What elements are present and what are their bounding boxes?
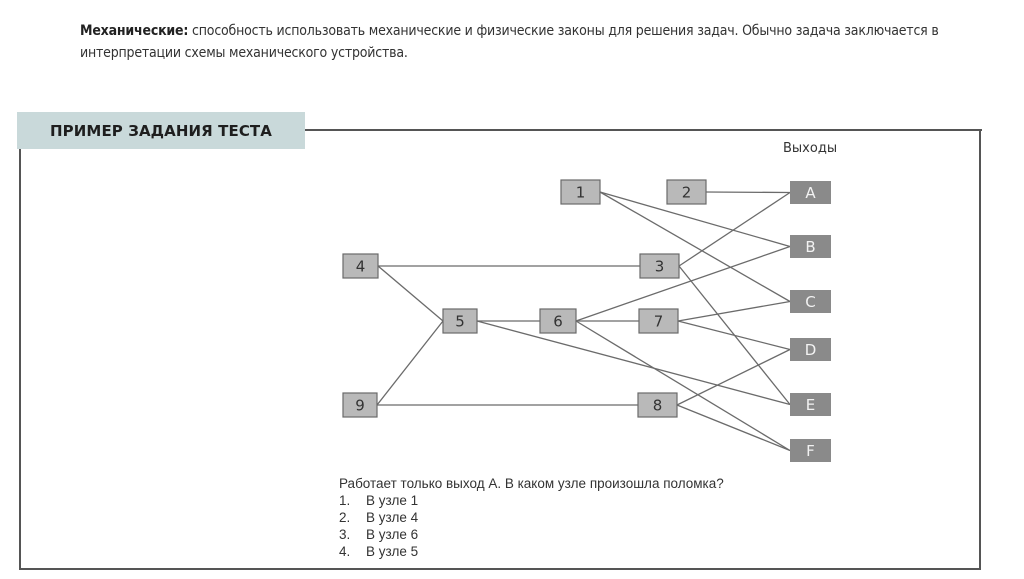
edge-8-D xyxy=(676,348,791,406)
output-box xyxy=(790,338,831,361)
output-label: D xyxy=(805,341,817,359)
node-label: 9 xyxy=(355,397,365,415)
edge-1-B xyxy=(599,191,791,248)
output-A: A xyxy=(790,181,831,204)
edge-8-F xyxy=(676,404,791,452)
node-label: 5 xyxy=(455,313,465,331)
node-box xyxy=(342,392,378,418)
answer-option[interactable]: 1. В узле 1 xyxy=(339,492,724,509)
output-box xyxy=(790,439,831,462)
option-number: 4. xyxy=(339,544,351,559)
node-label: 7 xyxy=(654,313,664,331)
output-box xyxy=(790,393,831,416)
option-text: В узле 1 xyxy=(366,493,419,508)
node-box xyxy=(666,179,707,205)
output-E: E xyxy=(790,393,831,416)
edge-4-5 xyxy=(377,265,444,322)
node-4: 4 xyxy=(342,253,379,279)
intro-text: способность использовать механические и … xyxy=(80,23,939,61)
node-label: 6 xyxy=(553,313,563,331)
output-label: C xyxy=(805,293,815,311)
node-label: 8 xyxy=(653,397,663,415)
node-box xyxy=(639,253,680,279)
node-box xyxy=(539,308,577,334)
output-B: B xyxy=(790,235,831,258)
edge-7-D xyxy=(677,320,791,351)
answer-option[interactable]: 4. В узле 5 xyxy=(339,543,724,560)
output-label: A xyxy=(805,184,816,202)
node-label: 3 xyxy=(655,258,665,276)
output-box xyxy=(790,235,831,258)
output-D: D xyxy=(790,338,831,361)
question-prompt: Работает только выход А. В каком узле пр… xyxy=(339,476,724,491)
output-F: F xyxy=(790,439,831,462)
node-8: 8 xyxy=(637,392,678,418)
option-text: В узле 5 xyxy=(366,544,419,559)
node-6: 6 xyxy=(539,308,577,334)
edge-6-B xyxy=(575,245,791,322)
intro-term: Механические: xyxy=(80,23,189,39)
output-C: C xyxy=(790,290,831,313)
output-box xyxy=(790,181,831,204)
node-box xyxy=(638,308,679,334)
node-box xyxy=(560,179,601,205)
node-box xyxy=(637,392,678,418)
option-text: В узле 4 xyxy=(366,510,419,525)
nodes: 1 2 3 4 5 6 7 8 9 A B C D E F xyxy=(342,179,831,462)
node-5: 5 xyxy=(442,308,478,334)
output-label: F xyxy=(806,442,815,460)
answer-option[interactable]: 2. В узле 4 xyxy=(339,509,724,526)
example-frame-top-border xyxy=(305,129,982,131)
option-number: 2. xyxy=(339,510,351,525)
example-banner: ПРИМЕР ЗАДАНИЯ ТЕСТА xyxy=(17,112,305,149)
node-2: 2 xyxy=(666,179,707,205)
intro-paragraph: Механические: способность использовать м… xyxy=(80,20,1016,64)
node-label: 4 xyxy=(356,258,366,276)
edge-7-C xyxy=(677,300,791,322)
option-text: В узле 6 xyxy=(366,527,419,542)
answer-option[interactable]: 3. В узле 6 xyxy=(339,526,724,543)
output-label: B xyxy=(805,238,815,256)
example-frame xyxy=(19,129,981,570)
question-block: Работает только выход А. В каком узле пр… xyxy=(339,475,724,560)
node-box xyxy=(342,253,379,279)
edges xyxy=(376,191,791,452)
node-9: 9 xyxy=(342,392,378,418)
node-1: 1 xyxy=(560,179,601,205)
option-number: 1. xyxy=(339,493,351,508)
outputs-title: Выходы xyxy=(783,141,838,156)
answer-options: 1. В узле 1 2. В узле 4 3. В узле 6 4. В узл… xyxy=(339,492,724,560)
node-box xyxy=(442,308,478,334)
output-box xyxy=(790,290,831,313)
node-7: 7 xyxy=(638,308,679,334)
edge-3-A xyxy=(678,191,791,267)
node-3: 3 xyxy=(639,253,680,279)
output-label: E xyxy=(806,396,815,414)
node-label: 2 xyxy=(682,184,692,202)
edge-5-E xyxy=(476,320,791,406)
edge-6-F xyxy=(575,320,791,452)
option-number: 3. xyxy=(339,527,351,542)
edge-2-A xyxy=(705,191,791,194)
edge-1-C xyxy=(599,191,791,303)
node-label: 1 xyxy=(576,184,586,202)
edge-9-5 xyxy=(376,320,444,406)
